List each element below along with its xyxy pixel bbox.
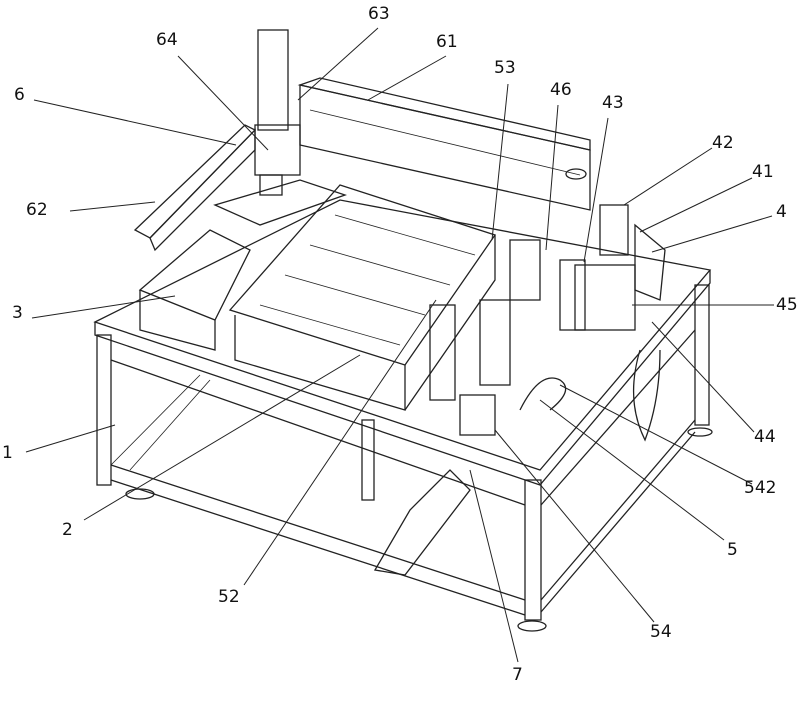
right-modules <box>373 204 666 576</box>
label-7: 7 <box>512 665 523 685</box>
bin-module <box>138 179 348 351</box>
label-62: 62 <box>26 200 48 220</box>
label-43: 43 <box>602 93 624 113</box>
label-41: 41 <box>752 162 774 182</box>
frame <box>96 284 713 632</box>
label-1: 1 <box>2 443 13 463</box>
label-61: 61 <box>436 32 458 52</box>
label-45: 45 <box>776 295 798 315</box>
label-3: 3 <box>12 303 23 323</box>
label-4: 4 <box>776 202 787 222</box>
gantry-module <box>133 29 591 252</box>
label-44: 44 <box>754 427 776 447</box>
label-63: 63 <box>368 4 390 24</box>
label-542: 542 <box>744 478 777 498</box>
label-52: 52 <box>218 587 240 607</box>
tray-platform <box>228 184 497 411</box>
label-46: 46 <box>550 80 572 100</box>
leader-lines <box>25 27 774 663</box>
label-54: 54 <box>650 622 672 642</box>
label-64: 64 <box>156 30 178 50</box>
label-42: 42 <box>712 133 734 153</box>
label-2: 2 <box>62 520 73 540</box>
label-5: 5 <box>727 540 738 560</box>
label-6: 6 <box>14 85 25 105</box>
label-53: 53 <box>494 58 516 78</box>
